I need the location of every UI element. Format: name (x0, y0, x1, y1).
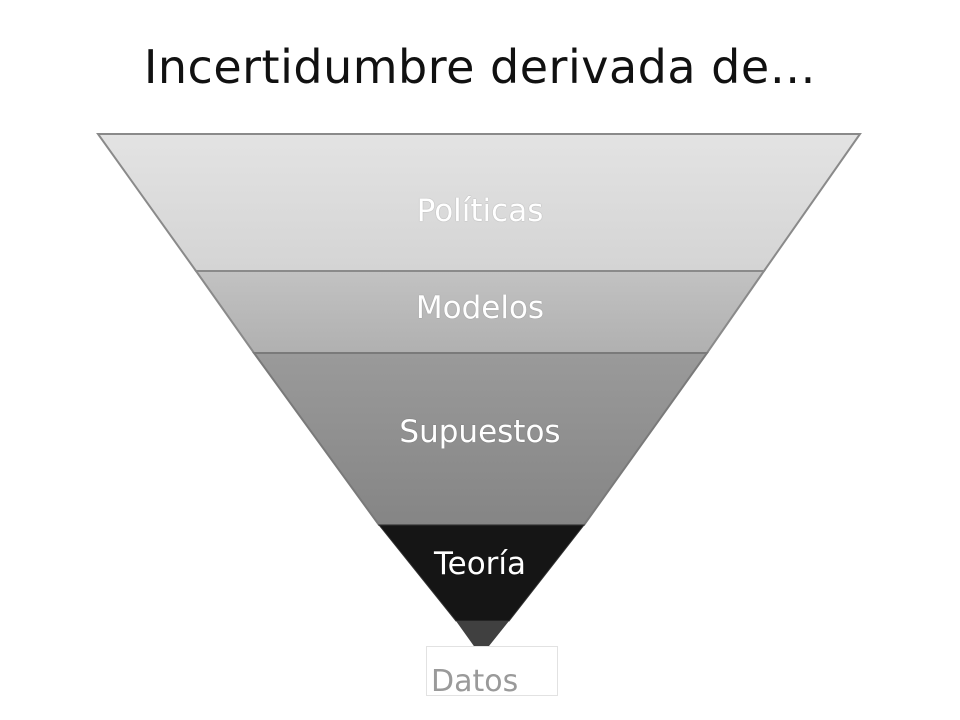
layer-label-politicas: Políticas (416, 193, 544, 229)
layer-datos (456, 621, 509, 656)
layer-label-supuestos: Supuestos (399, 414, 561, 450)
layer-label-modelos: Modelos (415, 290, 545, 326)
datos-label-box (426, 646, 558, 696)
layer-label-teoria: Teoría (433, 546, 527, 582)
layer-label-datos: Datos (431, 664, 519, 699)
slide-title: Incertidumbre derivada de… (143, 40, 817, 94)
